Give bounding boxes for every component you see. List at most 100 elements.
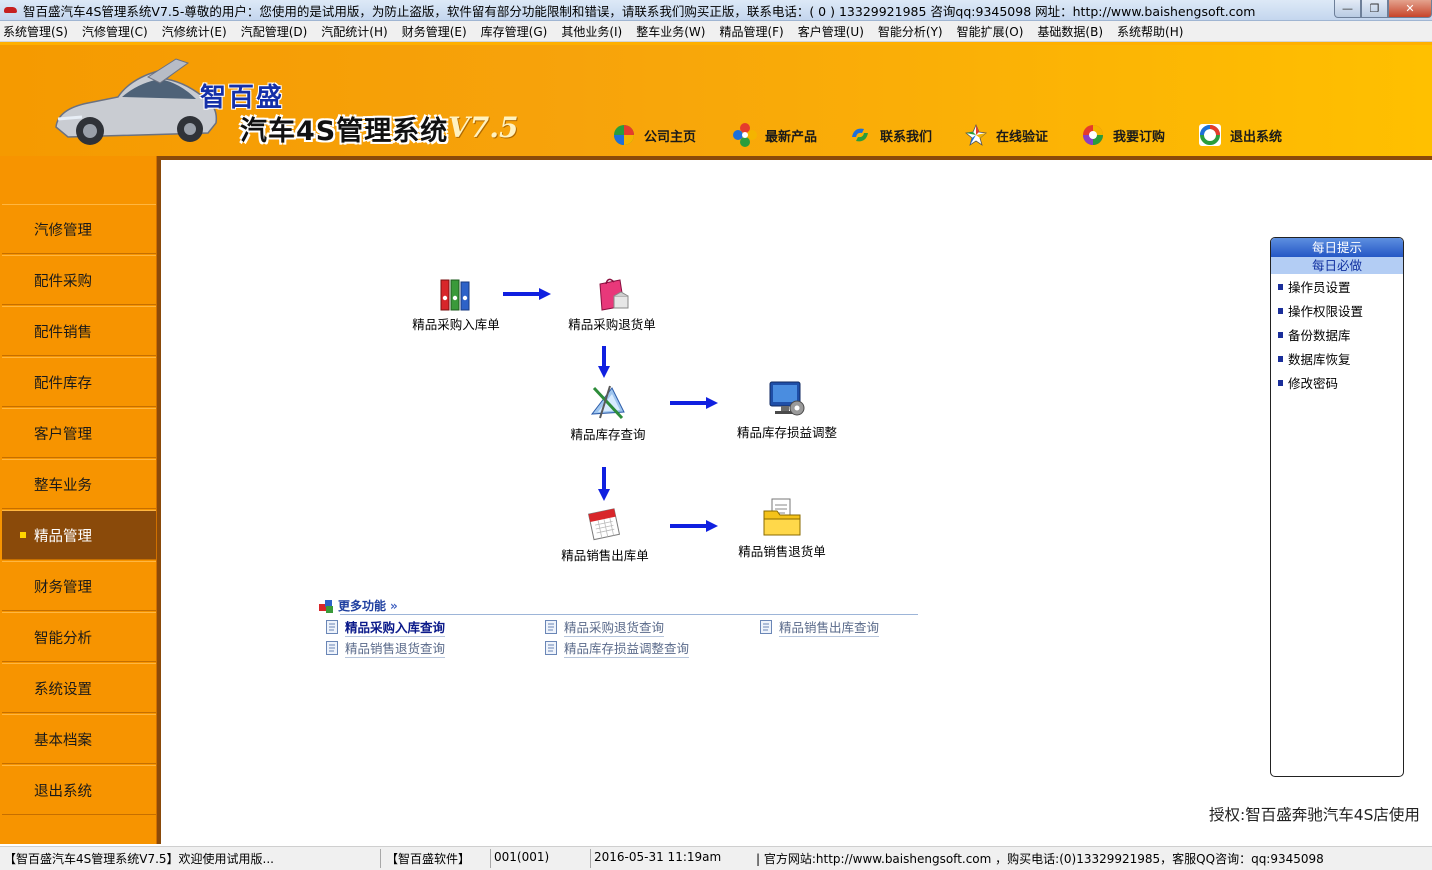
nav-order[interactable]: 我要订购 xyxy=(1081,121,1165,149)
menu-basic-data[interactable]: 基础数据(B) xyxy=(1037,24,1104,39)
link-purchase-return-query[interactable]: 精品采购退货查询 xyxy=(545,617,665,637)
close-button[interactable]: ✕ xyxy=(1388,0,1432,18)
link-sales-return-query-label: 精品销售退货查询 xyxy=(345,638,446,658)
calendar-icon xyxy=(588,508,621,541)
menu-boutique[interactable]: 精品管理(F) xyxy=(719,24,784,39)
tip-operator-settings[interactable]: 操作员设置 xyxy=(1271,274,1403,298)
flow-stock-adjust[interactable]: 精品库存损益调整 xyxy=(733,380,841,441)
link-purchase-in-query[interactable]: 精品采购入库查询 xyxy=(326,618,494,637)
link-stock-adjust-query[interactable]: 精品库存损益调整查询 xyxy=(545,638,690,658)
sidebar-item-parts-stock[interactable]: 配件库存 xyxy=(2,357,156,407)
title-bar: 智百盛汽车4S管理系统V7.5-尊敬的用户：您使用的是试用版，为防止盗版，软件留… xyxy=(0,0,1432,21)
nav-exit-label: 退出系统 xyxy=(1230,129,1283,145)
flow-sales-out-label: 精品销售出库单 xyxy=(561,548,649,563)
menu-parts[interactable]: 汽配管理(D) xyxy=(240,24,308,39)
tip-restore-database-label: 数据库恢复 xyxy=(1288,351,1351,367)
nav-contact-us[interactable]: 联系我们 xyxy=(848,121,932,149)
menu-other[interactable]: 其他业务(I) xyxy=(561,24,623,39)
flow-purchase-return-label: 精品采购退货单 xyxy=(568,317,656,332)
arrow-right-icon xyxy=(503,288,551,300)
document-icon xyxy=(326,620,338,634)
menu-finance[interactable]: 财务管理(E) xyxy=(401,24,467,39)
menu-extension[interactable]: 智能扩展(O) xyxy=(956,24,1024,39)
menu-help[interactable]: 系统帮助(H) xyxy=(1117,24,1184,39)
link-sales-out-query[interactable]: 精品销售出库查询 xyxy=(760,617,880,637)
window-title: 智百盛汽车4S管理系统V7.5-尊敬的用户：您使用的是试用版，为防止盗版，软件留… xyxy=(23,3,1256,19)
nav-online-verify-label: 在线验证 xyxy=(996,129,1049,145)
link-sales-return-query[interactable]: 精品销售退货查询 xyxy=(326,638,446,658)
tip-backup-database-label: 备份数据库 xyxy=(1288,327,1351,343)
nav-order-label: 我要订购 xyxy=(1113,129,1166,145)
swirl-icon xyxy=(852,128,868,142)
status-separator xyxy=(490,849,491,868)
menu-customer[interactable]: 客户管理(U) xyxy=(797,24,864,39)
flow-sales-out[interactable]: 精品销售出库单 xyxy=(556,505,654,564)
flower-icon xyxy=(733,123,757,147)
bullet-square-icon xyxy=(1278,308,1283,314)
nav-exit[interactable]: 退出系统 xyxy=(1198,121,1282,149)
menu-inventory[interactable]: 库存管理(G) xyxy=(480,24,548,39)
link-purchase-return-query-label: 精品采购退货查询 xyxy=(564,617,665,637)
status-user: 001(001) xyxy=(494,850,550,864)
sidebar-item-exit[interactable]: 退出系统 xyxy=(2,765,156,815)
folder-icon xyxy=(763,498,801,536)
flow-purchase-return[interactable]: 精品采购退货单 xyxy=(562,276,662,333)
nav-new-products[interactable]: 最新产品 xyxy=(733,121,817,149)
nav-company-home-label: 公司主页 xyxy=(644,129,697,145)
sidebar-item-customers[interactable]: 客户管理 xyxy=(2,408,156,458)
link-stock-adjust-query-label: 精品库存损益调整查询 xyxy=(564,638,690,658)
more-functions-header: 更多功能 » xyxy=(318,597,398,614)
document-icon xyxy=(326,641,338,655)
tip-permission-settings-label: 操作权限设置 xyxy=(1288,303,1364,319)
minimize-button[interactable]: — xyxy=(1334,0,1361,18)
flow-sales-return[interactable]: 精品销售退货单 xyxy=(733,497,831,560)
document-icon xyxy=(760,620,772,634)
cubes-icon xyxy=(319,599,333,613)
menu-repair[interactable]: 汽修管理(C) xyxy=(81,24,148,39)
arrow-down-icon xyxy=(598,467,610,501)
flow-stock-query[interactable]: 精品库存查询 xyxy=(560,382,656,443)
maximize-button[interactable]: ❐ xyxy=(1361,0,1388,18)
sidebar-item-parts-purchase[interactable]: 配件采购 xyxy=(2,255,156,305)
sidebar-item-vehicles[interactable]: 整车业务 xyxy=(2,459,156,509)
nav-new-products-label: 最新产品 xyxy=(765,129,818,145)
sidebar-item-repair[interactable]: 汽修管理 xyxy=(2,204,156,254)
bullet-square-icon xyxy=(1278,380,1283,386)
daily-tasks-title: 每日必做 xyxy=(1271,257,1403,274)
sidebar-item-finance[interactable]: 财务管理 xyxy=(2,561,156,611)
bullet-square-icon xyxy=(1278,356,1283,362)
tip-backup-database[interactable]: 备份数据库 xyxy=(1271,322,1403,346)
tip-restore-database[interactable]: 数据库恢复 xyxy=(1271,346,1403,370)
menu-parts-stats[interactable]: 汽配统计(H) xyxy=(321,24,388,39)
nav-online-verify[interactable]: 在线验证 xyxy=(964,121,1048,149)
shopping-bag-icon xyxy=(599,278,629,311)
sidebar-item-settings[interactable]: 系统设置 xyxy=(2,663,156,713)
license-text: 授权:智百盛奔驰汽车4S店使用 xyxy=(1209,806,1420,824)
sidebar-item-boutique[interactable]: 精品管理 xyxy=(2,510,156,560)
nav-company-home[interactable]: 公司主页 xyxy=(612,121,696,149)
sidebar-item-parts-sales[interactable]: 配件销售 xyxy=(2,306,156,356)
flow-purchase-in[interactable]: 精品采购入库单 xyxy=(408,276,504,333)
monitor-gear-icon xyxy=(769,381,805,416)
tip-permission-settings[interactable]: 操作权限设置 xyxy=(1271,298,1403,322)
status-separator xyxy=(380,849,381,868)
status-contact: | 官方网站:http://www.baishengsoft.com ，购买电话… xyxy=(756,852,1324,866)
bullet-square-icon xyxy=(1278,332,1283,338)
status-company: 【智百盛软件】 xyxy=(386,852,471,866)
tip-change-password[interactable]: 修改密码 xyxy=(1271,370,1403,394)
document-icon xyxy=(545,641,557,655)
bullet-square-icon xyxy=(1278,284,1283,290)
active-bullet-icon xyxy=(20,532,26,538)
menu-repair-stats[interactable]: 汽修统计(E) xyxy=(161,24,227,39)
left-sidebar: 汽修管理 配件采购 配件销售 配件库存 客户管理 整车业务 精品管理 财务管理 … xyxy=(0,156,157,844)
binders-icon xyxy=(440,279,470,311)
menu-vehicle[interactable]: 整车业务(W) xyxy=(636,24,706,39)
sidebar-item-archives[interactable]: 基本档案 xyxy=(2,714,156,764)
menu-analysis[interactable]: 智能分析(Y) xyxy=(877,24,943,39)
link-sales-out-query-label: 精品销售出库查询 xyxy=(779,617,880,637)
sidebar-item-analysis[interactable]: 智能分析 xyxy=(2,612,156,662)
menu-system[interactable]: 系统管理(S) xyxy=(3,24,68,39)
product-name: 汽车4S管理系统 xyxy=(240,116,449,147)
main-content xyxy=(157,156,1432,844)
drafting-icon xyxy=(590,385,625,420)
